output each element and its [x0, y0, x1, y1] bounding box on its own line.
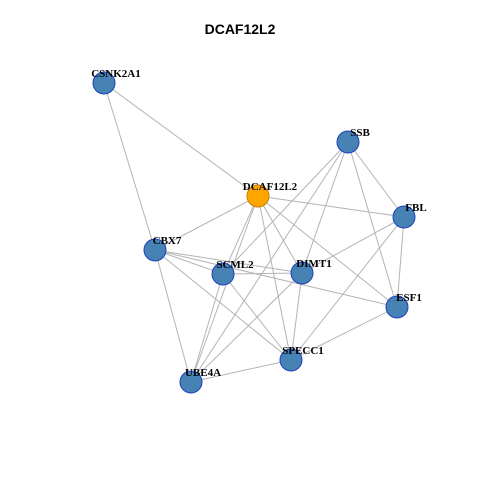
- node-circle-scml2: [211, 262, 235, 286]
- node-circle-fbl: [392, 205, 416, 229]
- edge-cbx7-esf1: [154, 249, 398, 308]
- edge-scml2-dimt1: [222, 272, 303, 275]
- node-circle-esf1: [385, 295, 409, 319]
- edge-scml2-ube4a: [190, 273, 224, 383]
- node-label-esf1: ESF1: [396, 292, 422, 304]
- node-label-dcaf12l2: DCAF12L2: [243, 181, 298, 193]
- node-label-specc1: SPECC1: [282, 345, 324, 357]
- edge-dcaf12l2-scml2: [222, 195, 259, 275]
- edge-csnk2a1-dcaf12l2: [103, 82, 259, 197]
- node-circle-dimt1: [290, 261, 314, 285]
- edge-ssb-ube4a: [190, 141, 349, 383]
- node-label-ssb: SSB: [350, 127, 370, 139]
- edge-ssb-dimt1: [301, 141, 349, 274]
- node-circle-csnk2a1: [92, 71, 116, 95]
- edge-fbl-esf1: [396, 216, 405, 308]
- edge-ssb-fbl: [347, 141, 405, 218]
- node-label-csnk2a1: CSNK2A1: [91, 68, 141, 80]
- edge-fbl-dimt1: [301, 216, 405, 274]
- edge-dcaf12l2-ube4a: [190, 195, 259, 383]
- edge-dcaf12l2-dimt1: [257, 195, 303, 274]
- edge-csnk2a1-cbx7: [103, 82, 156, 251]
- node-label-dimt1: DIMT1: [296, 258, 331, 270]
- edge-dimt1-specc1: [290, 272, 303, 361]
- edge-cbx7-scml2: [154, 249, 224, 275]
- node-specc1: SPECC1: [279, 345, 324, 372]
- node-circle-dcaf12l2: [246, 184, 270, 208]
- edge-layer: [103, 82, 405, 383]
- node-label-cbx7: CBX7: [153, 235, 182, 247]
- node-circle-cbx7: [143, 238, 167, 262]
- edge-dcaf12l2-esf1: [257, 195, 398, 308]
- edge-dcaf12l2-fbl: [257, 195, 405, 218]
- node-circle-specc1: [279, 348, 303, 372]
- edge-dcaf12l2-cbx7: [154, 195, 259, 251]
- edge-dimt1-ube4a: [190, 272, 303, 383]
- node-dimt1: DIMT1: [290, 258, 332, 285]
- edge-fbl-specc1: [290, 216, 405, 361]
- node-label-scml2: SCML2: [216, 259, 254, 271]
- node-ssb: SSB: [336, 127, 370, 154]
- node-dcaf12l2: DCAF12L2: [243, 181, 298, 208]
- graph-title: DCAF12L2: [204, 21, 276, 37]
- edge-ssb-esf1: [347, 141, 398, 308]
- node-circle-ssb: [336, 130, 360, 154]
- node-circle-ube4a: [179, 370, 203, 394]
- edge-esf1-specc1: [290, 306, 398, 361]
- node-csnk2a1: CSNK2A1: [91, 68, 141, 95]
- edge-cbx7-ube4a: [154, 249, 192, 383]
- node-label-fbl: FBL: [405, 202, 426, 214]
- edge-cbx7-specc1: [154, 249, 292, 361]
- edge-cbx7-dimt1: [154, 249, 303, 274]
- node-cbx7: CBX7: [143, 235, 182, 262]
- node-fbl: FBL: [392, 202, 427, 229]
- node-scml2: SCML2: [211, 259, 254, 286]
- node-label-ube4a: UBE4A: [185, 367, 221, 379]
- node-ube4a: UBE4A: [179, 367, 221, 394]
- edge-ssb-scml2: [222, 141, 349, 275]
- node-esf1: ESF1: [385, 292, 422, 319]
- edge-specc1-ube4a: [190, 359, 292, 383]
